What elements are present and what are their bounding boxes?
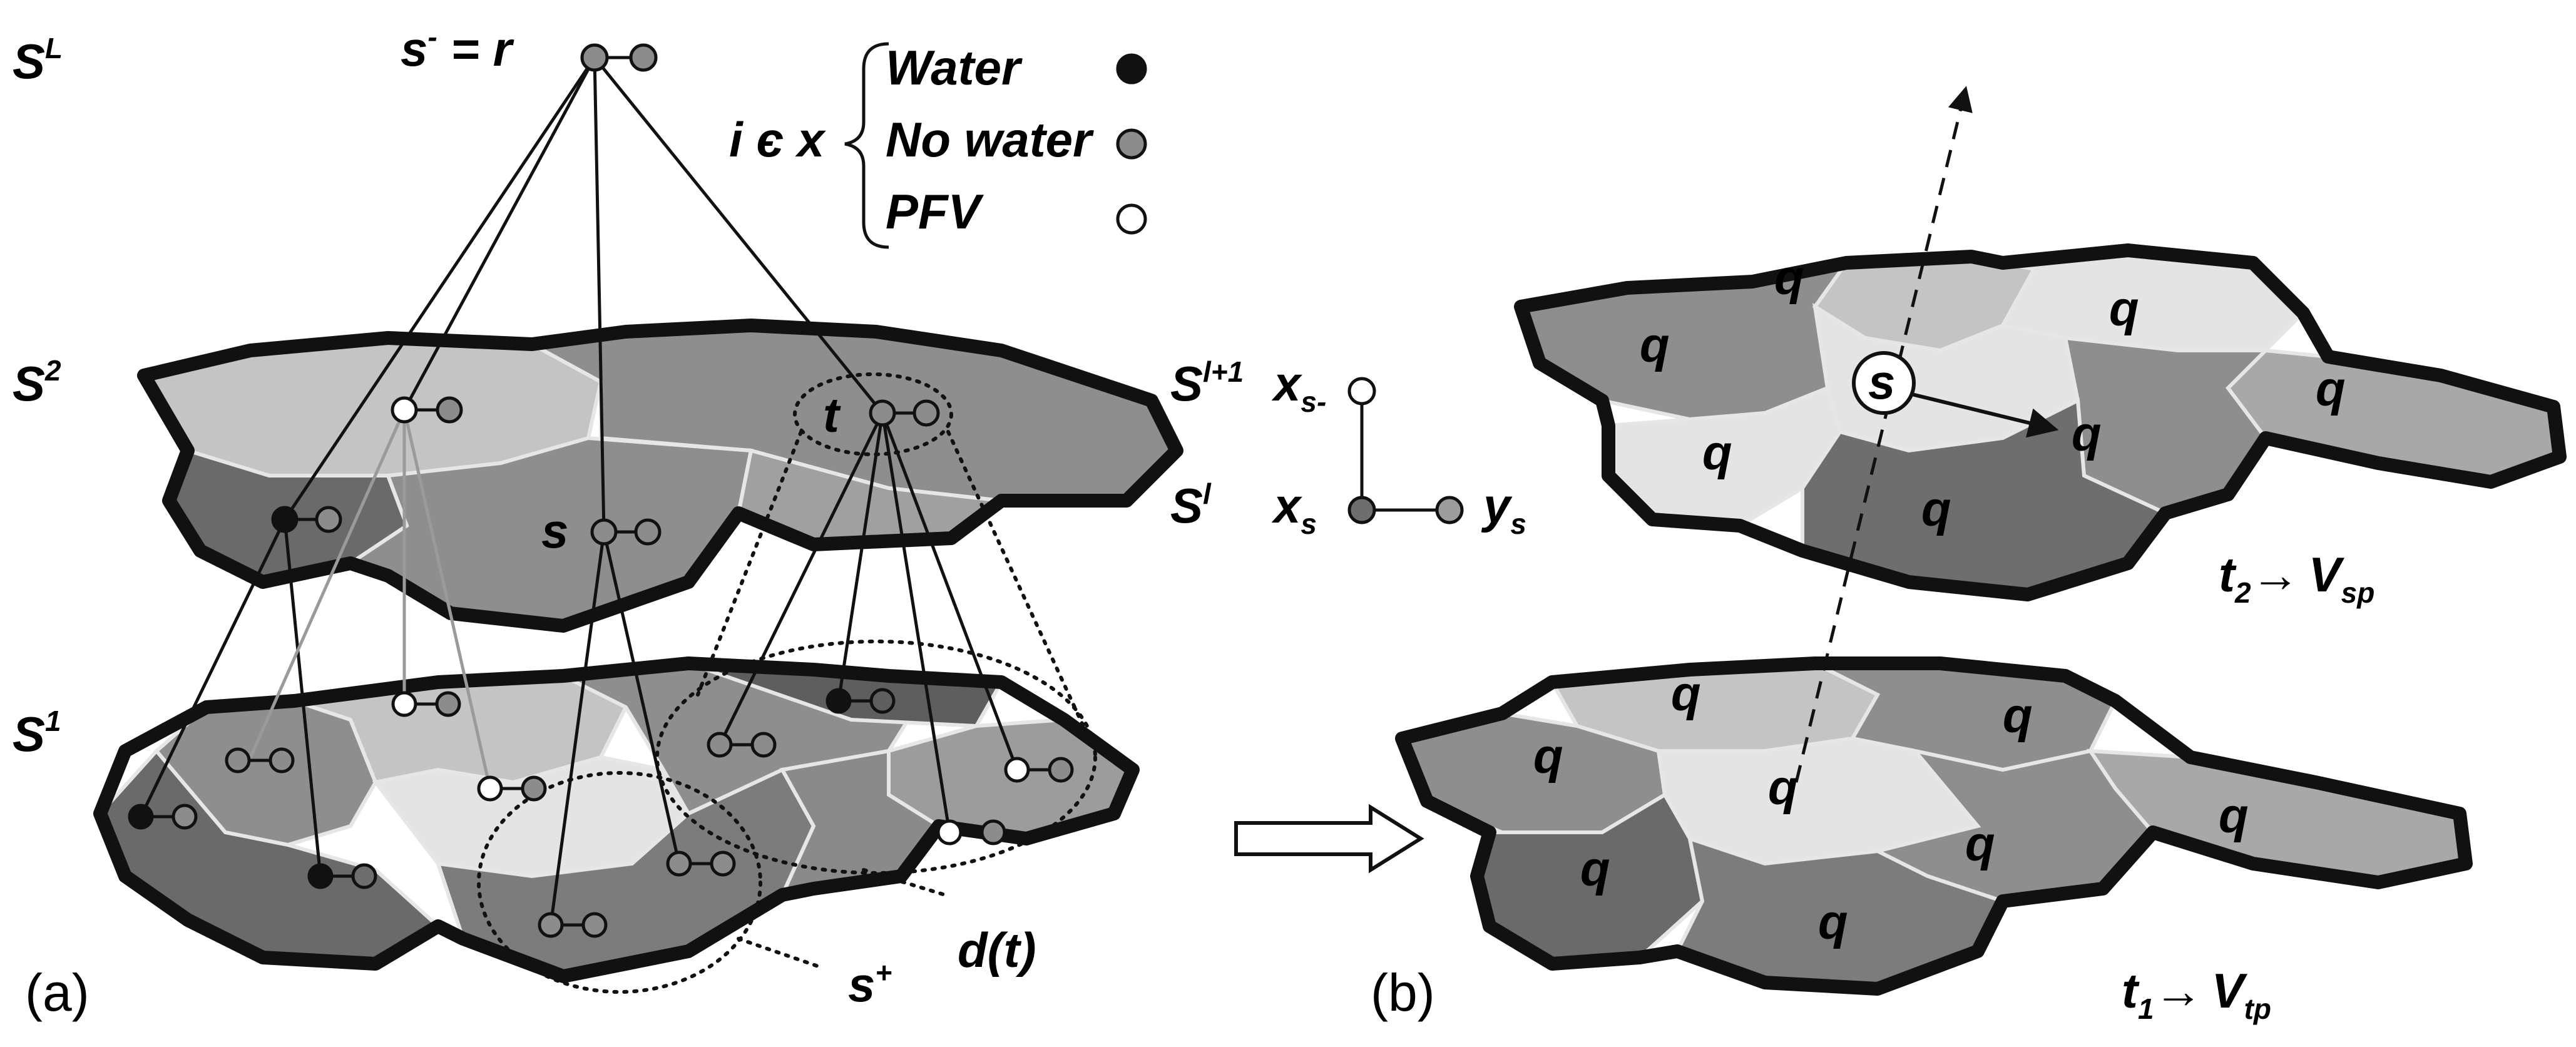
root-edges <box>283 56 884 533</box>
legend-item-no-water: No water <box>886 112 1094 167</box>
q-t1-6: q <box>1965 816 1995 871</box>
s1-outline <box>93 656 1140 983</box>
child-edges <box>139 409 1019 926</box>
node-t <box>869 399 940 427</box>
s-to-q-arrow <box>1911 392 2059 438</box>
q-t1-5: q <box>2219 788 2249 843</box>
q-t1-8: q <box>1818 894 1848 949</box>
q-t2-4: q <box>2316 361 2346 416</box>
node-s1-a <box>128 804 198 830</box>
q-t2-6: q <box>2072 406 2102 461</box>
q-t1-7: q <box>1580 841 1610 896</box>
q-t2-1: q <box>1774 250 1804 305</box>
node-s1-d <box>477 775 547 802</box>
s2-outline <box>137 319 1183 633</box>
t1-label: t1→Vtp <box>2122 963 2271 1025</box>
panel-a-label: (a) <box>25 963 89 1022</box>
y-s-node <box>1435 496 1464 524</box>
node-root <box>580 43 658 72</box>
panel-b: s q q q q q q q q q q q q q q q t2→Vsp t… <box>1371 86 2567 1025</box>
level-label-upper: S2 <box>13 354 61 411</box>
map-t2 <box>1514 243 2567 601</box>
legend-item-pfv: PFV <box>886 184 984 239</box>
panel-b-label: (b) <box>1371 963 1435 1022</box>
node-s1-c <box>391 691 461 717</box>
s-upper-label: Sl+1 <box>1170 355 1244 411</box>
node-s <box>590 518 662 546</box>
x-s-label: xs <box>1271 478 1317 540</box>
s-circle-label: s <box>1868 354 1895 409</box>
map-t1 <box>1395 656 2473 996</box>
ellipse-s-plus <box>477 771 762 994</box>
q-t1-1: q <box>1671 666 1701 721</box>
s-lower-label: Sl <box>1170 478 1212 533</box>
q-t2-7: q <box>1921 481 1951 536</box>
dotted-annotations <box>477 372 1097 994</box>
graph-nodes <box>128 43 1074 938</box>
node-s1-e <box>307 863 377 889</box>
node-s2-water <box>271 506 342 533</box>
node-s-label: s <box>541 503 568 558</box>
level-label-lower: S1 <box>13 705 61 762</box>
legend-swatch-pfv <box>1116 203 1147 235</box>
node-s1-i <box>825 688 896 714</box>
t2-outline <box>1514 243 2567 601</box>
q-t2-5: q <box>1702 425 1732 480</box>
node-s1-b <box>225 747 295 774</box>
node-t-label: t <box>823 387 841 442</box>
node-s1-g <box>666 850 736 877</box>
legend-swatch-water <box>1116 53 1147 84</box>
map-level-s2 <box>137 319 1183 633</box>
node-s2-pfv <box>391 396 463 424</box>
t2-label: t2→Vsp <box>2219 547 2374 609</box>
node-s1-h <box>707 732 777 758</box>
panel-a: SL S2 S1 s- = r t s s+ d(t) (a) <box>13 21 1183 1022</box>
x-s-node <box>1347 496 1376 524</box>
s-plus-label: s+ <box>848 956 892 1012</box>
node-s1-k <box>1004 757 1074 783</box>
legend: i є x Water No water PFV <box>729 40 1147 249</box>
y-s-label: ys <box>1481 478 1526 540</box>
temporal-link-dashed <box>1794 86 1973 783</box>
x-parent-label: xs- <box>1271 356 1326 418</box>
ellipse-t <box>793 372 953 456</box>
t1-outline <box>1395 656 2473 996</box>
node-s1-j <box>936 819 1006 845</box>
x-parent-node <box>1347 377 1376 406</box>
legend-brace <box>844 42 889 249</box>
q-t1-3: q <box>1533 728 1563 784</box>
node-s1-f <box>538 912 608 938</box>
s-circle <box>1852 351 1916 415</box>
root-label: s- = r <box>401 21 514 76</box>
d-t-label: d(t) <box>958 922 1036 978</box>
q-t1-4: q <box>1768 760 1798 815</box>
q-t2-2: q <box>2109 281 2139 336</box>
q-t2-3: q <box>1640 317 1670 372</box>
hierarchy-key: Sl+1 Sl xs- xs ys <box>1170 355 1526 540</box>
legend-swatch-no-water <box>1116 128 1147 160</box>
q-t1-2: q <box>2003 688 2033 743</box>
legend-item-water: Water <box>886 40 1023 95</box>
level-label-top: SL <box>13 32 63 89</box>
legend-prefix: i є x <box>729 112 827 167</box>
transition-arrow <box>1234 804 1424 874</box>
